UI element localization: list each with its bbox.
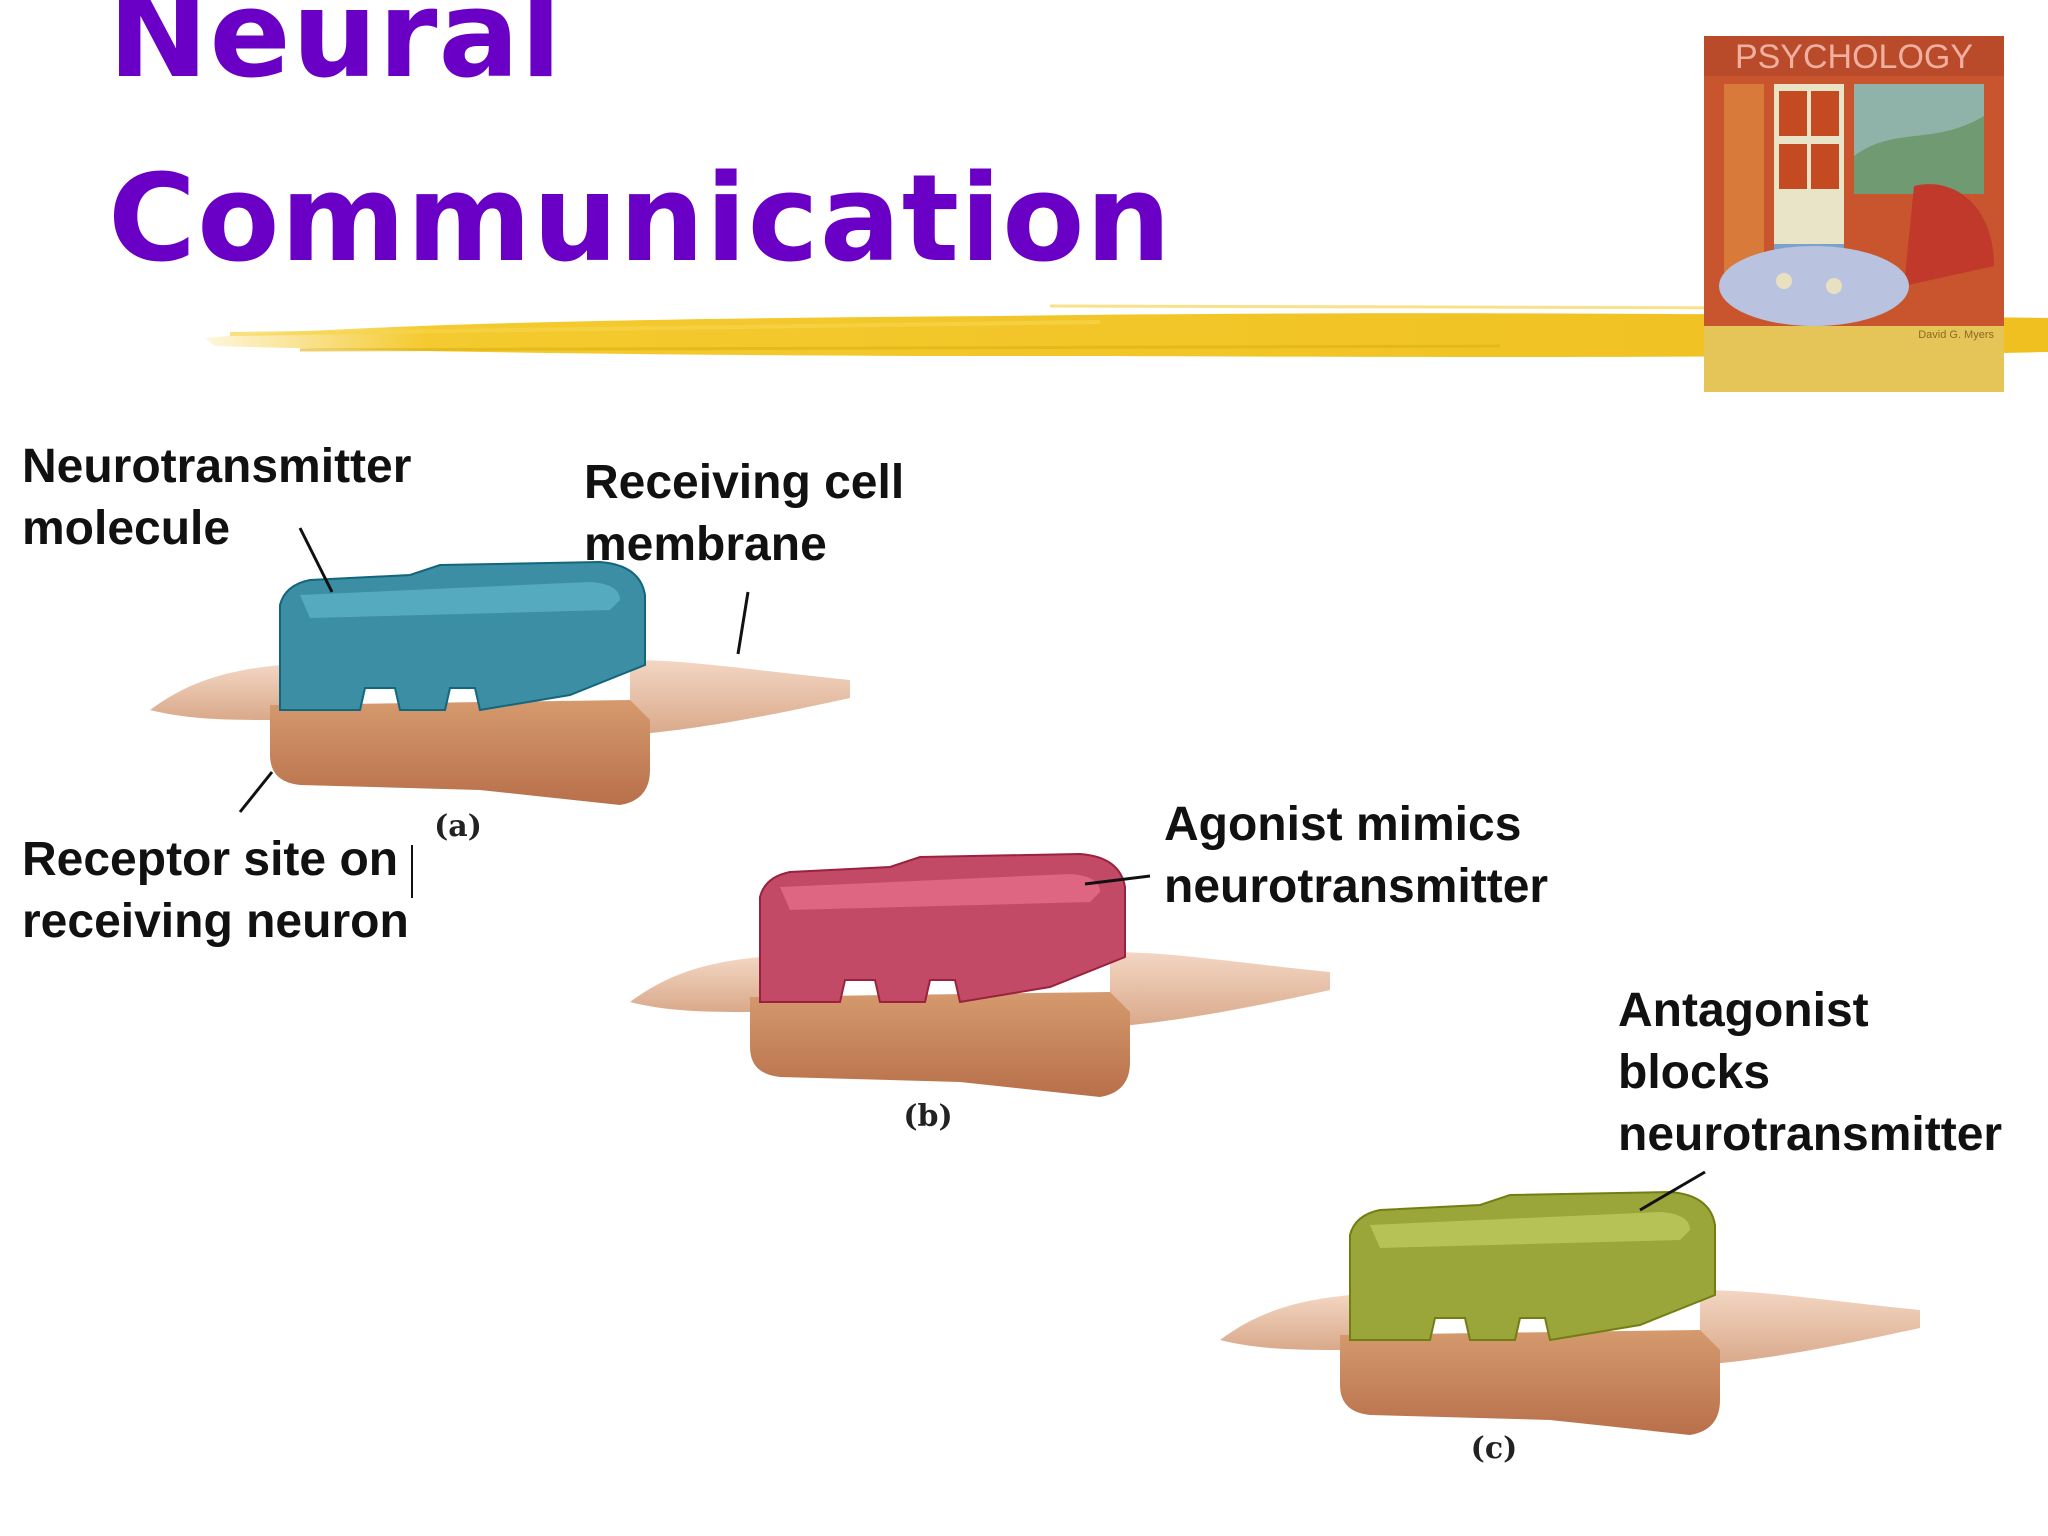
label-line: molecule [22, 502, 231, 555]
label-agonist: Agonist mimics neurotransmitter [1164, 794, 1548, 918]
leader-line-membrane [736, 591, 750, 655]
panel-caption: (a) [434, 809, 482, 844]
slide-title-line-2: Communication [108, 150, 1173, 289]
book-title: PSYCHOLOGY [1735, 38, 1973, 76]
label-line: Receptor site on [22, 833, 399, 886]
label-neurotransmitter-molecule: Neurotransmitter molecule [22, 436, 411, 560]
label-line: Receiving cell [584, 456, 905, 509]
panel-caption: (b) [903, 1099, 952, 1134]
leader-line-neurotransmitter [298, 527, 334, 593]
panel-caption: (c) [1471, 1431, 1518, 1466]
label-line: receiving neuron [22, 895, 409, 948]
label-line: neurotransmitter [1164, 860, 1549, 913]
label-line: Agonist mimics [1164, 798, 1522, 851]
label-line: Antagonist [1618, 984, 1869, 1037]
diagram-panel-b: (b) [630, 852, 1330, 1134]
leader-line-antagonist [1639, 1170, 1706, 1212]
block-highlight [1370, 1212, 1690, 1248]
membrane-right [630, 660, 850, 735]
block-highlight [780, 874, 1100, 910]
leader-line-agonist [1084, 874, 1151, 886]
receptor-site [270, 700, 650, 805]
book-author: David G. Myers [1918, 329, 1994, 341]
diagram-panel-c: (c) [1220, 1190, 1920, 1466]
label-antagonist: Antagonist blocks neurotransmitter [1618, 980, 2002, 1166]
membrane-left [630, 957, 760, 1012]
leader-line-receptor [238, 771, 274, 813]
label-receptor-site: Receptor site on receiving neuron [22, 829, 409, 953]
membrane-left [1220, 1295, 1350, 1350]
diagram-panel-a: (a) [150, 560, 850, 844]
label-line: Neurotransmitter [22, 440, 412, 493]
label-receiving-cell-membrane: Receiving cell membrane [584, 452, 904, 576]
label-line: blocks [1618, 1046, 1771, 1099]
textbook-cover-image: PSYCHOLOGY David G. Myers [1704, 36, 2004, 392]
membrane-left [150, 665, 280, 720]
receptor-site [1340, 1330, 1720, 1435]
slide-title-line-1: Neural [108, 0, 563, 105]
highlight-brush-stroke [205, 304, 2048, 357]
membrane-right [1110, 952, 1330, 1027]
block-highlight [300, 582, 620, 618]
label-line: membrane [584, 518, 827, 571]
receptor-site [750, 992, 1130, 1097]
label-line: neurotransmitter [1618, 1108, 2003, 1161]
membrane-right [1700, 1290, 1920, 1365]
